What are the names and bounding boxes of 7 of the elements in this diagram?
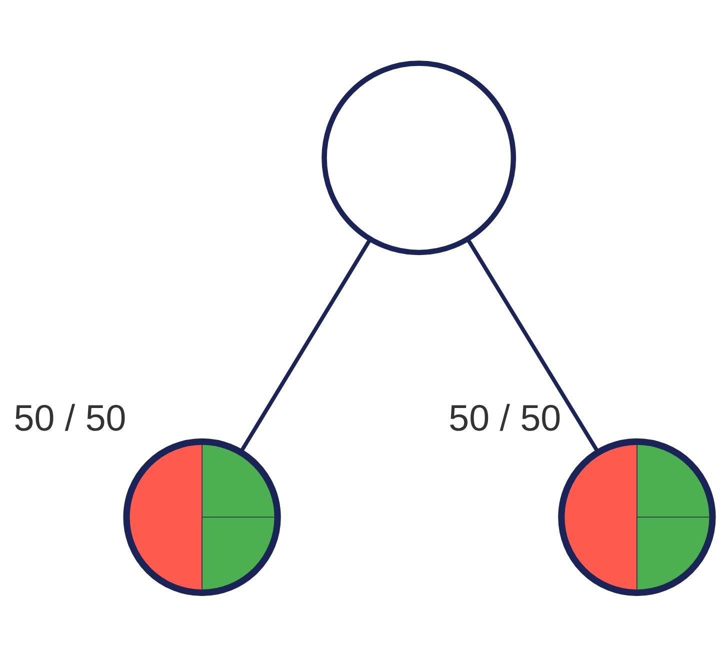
node-circle [123,438,281,596]
node-circle [322,60,516,255]
node-label: 50 / 50 [448,396,562,438]
node-circle [558,438,716,596]
connector [239,238,372,453]
node-label: 50 / 50 [14,396,126,438]
connector [466,238,600,453]
